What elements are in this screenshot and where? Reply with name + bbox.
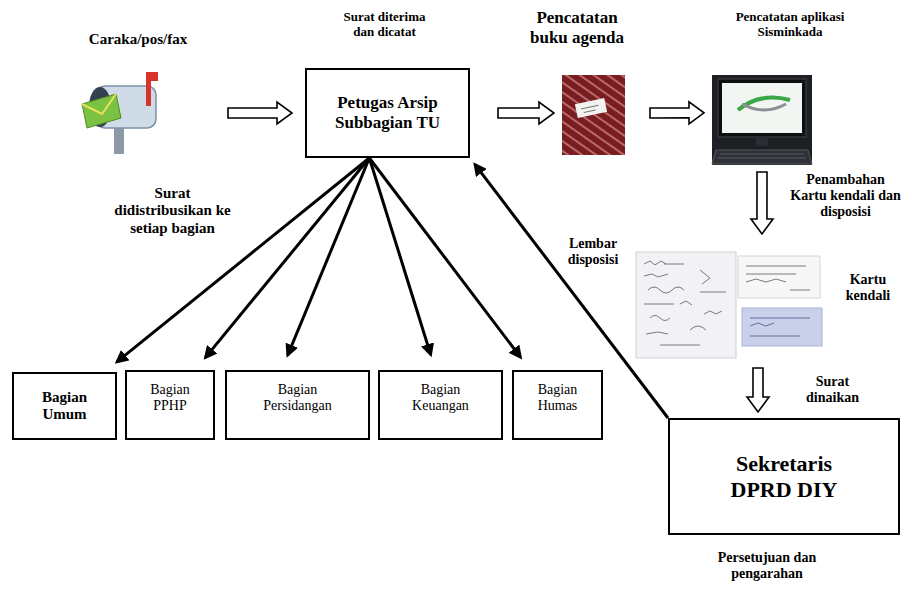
caption: Kartu kendali: [832, 272, 904, 304]
block-arrow: [228, 102, 292, 124]
disposition-node: Lembar disposisiKartu kendali: [632, 250, 822, 360]
computer-photo: [712, 75, 812, 165]
caption: Pencatatan aplikasi Sisminkada: [720, 10, 860, 40]
edge-label: Surat dinaikan: [795, 374, 870, 406]
block-arrow: [498, 102, 554, 124]
caption: Pencatatan buku agenda: [522, 8, 632, 47]
box-label: Petugas Arsip Subbagian TU: [318, 93, 458, 132]
annotation-label: Surat diterima dan dicatat: [332, 10, 437, 40]
department-box: Bagian Persidangan: [225, 370, 370, 440]
caption: Lembar disposisi: [558, 236, 628, 268]
mailbox-icon: [82, 72, 158, 154]
box-label: Bagian Humas: [528, 382, 588, 414]
block-arrow: [650, 102, 704, 124]
caption: Persetujuan dan pengarahan: [702, 550, 832, 582]
department-box: Bagian Humas: [512, 370, 603, 440]
department-box: Bagian PPHP: [125, 370, 215, 440]
process-box: Petugas Arsip Subbagian TU: [305, 68, 470, 158]
agenda-book-node: Pencatatan buku agenda: [562, 75, 625, 155]
edge-label: Penambahan Kartu kendali dan disposisi: [788, 172, 903, 220]
box-label: Bagian Keuangan: [403, 382, 478, 414]
flow-arrow: [288, 158, 370, 355]
application-node: Pencatatan aplikasi Sisminkada: [712, 75, 812, 165]
box-label: Bagian PPHP: [140, 382, 200, 414]
department-box: Bagian Umum: [12, 372, 117, 440]
annotation-label: Surat didistribusikan ke setiap bagian: [105, 185, 240, 237]
agenda-book-photo: [562, 75, 625, 155]
department-box: Bagian Keuangan: [378, 370, 503, 440]
box-label: Sekretaris DPRD DIY: [714, 451, 854, 502]
block-arrow: [751, 172, 773, 234]
flow-arrow: [369, 158, 520, 357]
disposition-sheets-photo: [636, 252, 822, 358]
box-label: Bagian Persidangan: [253, 382, 343, 414]
box-label: Bagian Umum: [30, 389, 100, 424]
caption: Caraka/pos/fax: [78, 31, 198, 48]
block-arrow: [747, 368, 769, 412]
flow-arrow: [205, 158, 369, 358]
process-box: Sekretaris DPRD DIYPersetujuan dan penga…: [668, 418, 900, 535]
flow-arrow: [369, 158, 430, 355]
mailbox-node: Caraka/pos/fax: [80, 73, 160, 153]
